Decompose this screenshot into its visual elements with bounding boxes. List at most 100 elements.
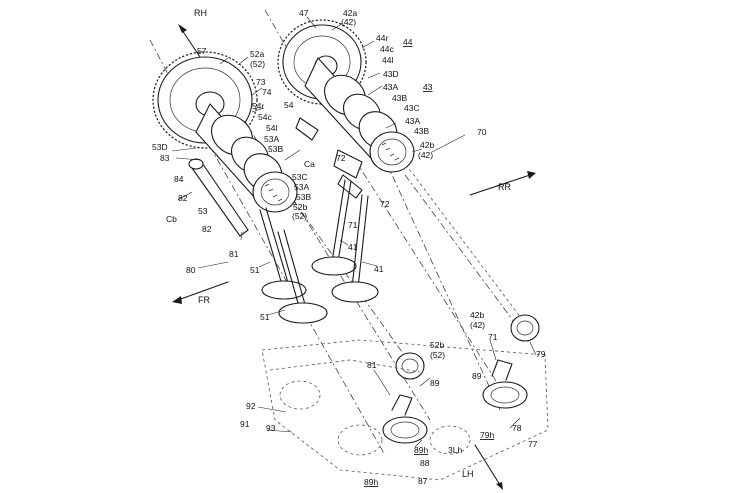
label-42b-1-sub: (42) <box>418 150 433 160</box>
valve-stem-51b-b <box>283 229 307 309</box>
left-spline-teeth <box>264 183 283 202</box>
head-ridge <box>269 359 421 373</box>
axis-line-6 <box>404 174 521 331</box>
label-88: 88 <box>420 458 430 468</box>
label-73: 73 <box>256 77 266 87</box>
label-51-2: 51 <box>260 312 270 322</box>
sleeve-52b-bore <box>401 358 419 374</box>
label-43D: 43D <box>383 69 399 79</box>
label-70: 70 <box>477 127 487 137</box>
right-rocker-72 <box>333 149 363 179</box>
actuator-89 <box>391 394 413 416</box>
tappet-bore-79h-right <box>482 381 528 409</box>
lh-arrow-line <box>474 444 501 486</box>
label-43B-1: 43B <box>392 93 407 103</box>
label-44: 44 <box>403 37 413 47</box>
label-54r: 54r <box>252 101 264 111</box>
label-43B-2: 43B <box>414 126 429 136</box>
direction-label-rr: RR <box>498 182 511 192</box>
label-83: 83 <box>160 153 170 163</box>
rocker-arm-73 <box>295 117 319 141</box>
label-92: 92 <box>246 401 256 411</box>
cylinder-head <box>261 339 549 481</box>
tappet-bore-89h-left <box>382 416 428 444</box>
right-spline-42b <box>369 131 415 173</box>
label-44c: 44c <box>380 44 394 54</box>
axis-line-9 <box>264 9 306 81</box>
label-71-1: 71 <box>348 220 358 230</box>
valve-stem-41a-b <box>337 180 352 263</box>
fr-arrow-line <box>177 281 229 301</box>
label-89-1: 89 <box>430 378 440 388</box>
label-89-2: 89 <box>472 371 482 381</box>
lh-arrowhead <box>496 482 503 490</box>
label-43: 43 <box>423 82 433 92</box>
label-52b-2-sub: (52) <box>430 350 445 360</box>
label-53A-2: 53A <box>294 182 309 192</box>
right-spline-inner <box>377 138 407 166</box>
valve-stem-41a <box>331 179 346 263</box>
label-82-1: 82 <box>178 193 188 203</box>
valve-head-41a <box>311 256 357 276</box>
valve-stem-51b <box>277 231 301 311</box>
sprocket-47-teeth <box>277 19 367 105</box>
label-Ca: Ca <box>304 159 315 169</box>
direction-label-lh: LH <box>462 469 474 479</box>
right-spline-teeth <box>381 142 400 161</box>
label-42b-2-sub: (42) <box>470 320 485 330</box>
label-51-1: 51 <box>250 265 260 275</box>
direction-arrows <box>172 24 536 490</box>
reference-labels: 47 42a (42) 44r 44 44c 44l 43D 43 43A 43… <box>152 8 546 487</box>
valve-stem-41b-b <box>357 195 369 289</box>
label-52b-1: 52b <box>293 202 307 212</box>
label-44l: 44l <box>382 55 393 65</box>
valve-head-51a <box>261 280 307 300</box>
valve-head-41b <box>331 281 379 303</box>
head-port-1 <box>279 380 321 410</box>
valve-stem-51a <box>259 209 284 289</box>
label-79: 79 <box>536 349 546 359</box>
label-71-2: 71 <box>488 332 498 342</box>
left-camshaft <box>195 103 298 213</box>
lower-sleeves <box>395 314 540 380</box>
label-52b-2: 52b <box>430 340 444 350</box>
label-44r: 44r <box>376 33 388 43</box>
label-53D: 53D <box>152 142 168 152</box>
sleeve-42b-lower <box>510 314 540 342</box>
sleeve-42b-bore <box>516 320 534 336</box>
label-93: 93 <box>266 423 276 433</box>
label-53C: 53C <box>292 172 308 182</box>
valves <box>259 179 379 324</box>
label-41-1: 41 <box>348 242 358 252</box>
leader-lines <box>171 16 537 448</box>
label-43A-1: 43A <box>383 82 398 92</box>
label-53A-1: 53A <box>264 134 279 144</box>
label-79h: 79h <box>480 430 494 440</box>
rh-arrow-line <box>181 29 203 61</box>
label-52a: 52a <box>250 49 264 59</box>
label-89h-1: 89h <box>364 477 378 487</box>
axis-line-7 <box>394 149 531 331</box>
label-72-1: 72 <box>336 153 346 163</box>
direction-label-rh: RH <box>194 8 207 18</box>
valve-stem-41b <box>351 194 363 289</box>
tappet-bore-left-inner <box>390 421 420 439</box>
label-77: 77 <box>528 439 538 449</box>
label-42b-2: 42b <box>470 310 484 320</box>
direction-label-fr: FR <box>198 295 210 305</box>
label-80: 80 <box>186 265 196 275</box>
label-53B-2: 53B <box>296 192 311 202</box>
valve-stem-51a-b <box>265 207 290 287</box>
right-camshaft <box>304 57 415 173</box>
label-41-2: 41 <box>374 264 384 274</box>
label-72-2: 72 <box>380 199 390 209</box>
label-Cb: Cb <box>166 214 177 224</box>
label-52a-sub: (52) <box>250 59 265 69</box>
label-52b-1-sub: (52) <box>292 211 307 221</box>
axis-line-1 <box>194 119 386 456</box>
rocker-shaft-end-84 <box>188 158 204 170</box>
rh-arrowhead <box>178 24 187 33</box>
label-89h-2: 89h <box>414 445 428 455</box>
